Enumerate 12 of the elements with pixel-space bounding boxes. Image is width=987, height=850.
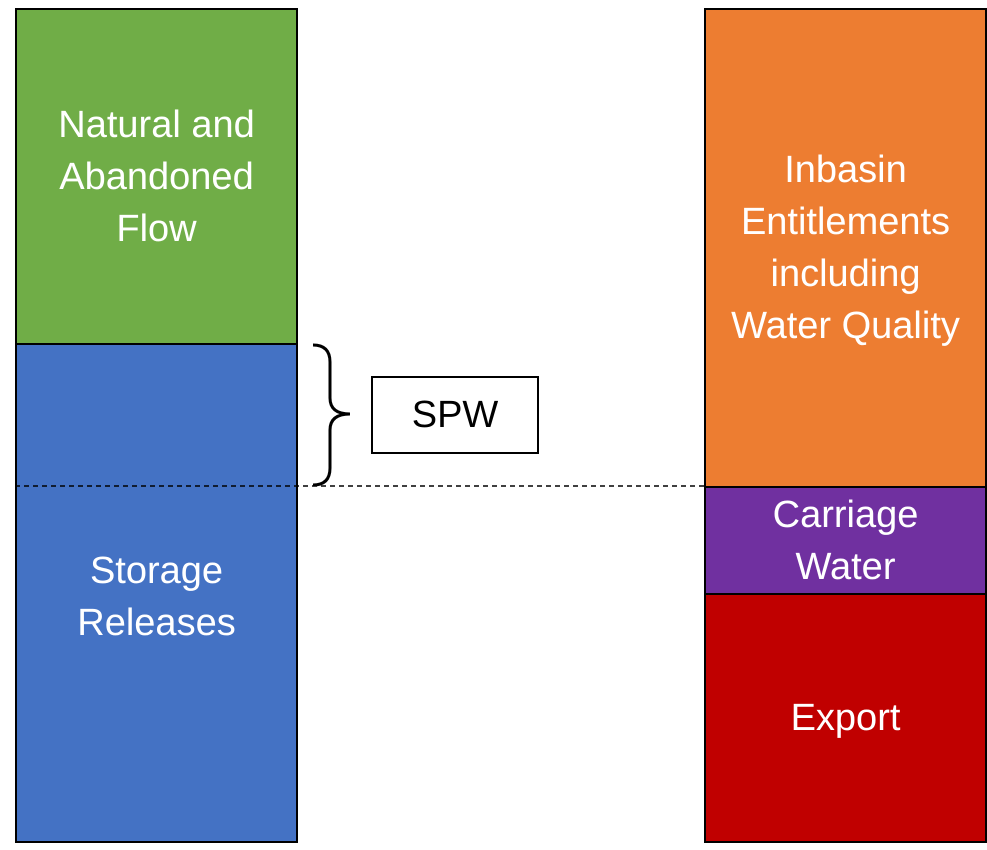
block-label: SPW — [410, 393, 500, 438]
flow-block — [15, 8, 298, 345]
flow-block — [704, 486, 987, 595]
block-label: Export — [790, 696, 902, 741]
flow-block — [704, 8, 987, 488]
flow-block — [15, 343, 298, 843]
label-box — [371, 376, 539, 454]
flow-block — [704, 593, 987, 843]
block-label: Carriage Water — [772, 492, 920, 590]
block-label: Inbasin Entitlements including Water Quality — [730, 148, 961, 349]
block-label: Natural and Abandoned Flow — [57, 102, 256, 252]
block-label: Storage Releases — [76, 549, 237, 646]
